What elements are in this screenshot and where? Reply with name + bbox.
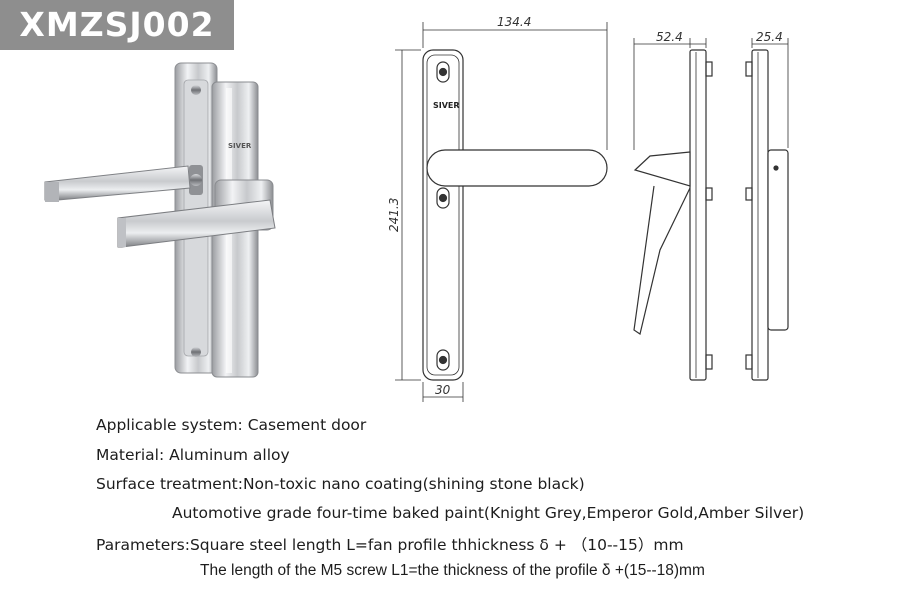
spec-applicable-system: Applicable system: Casement door [96,416,367,434]
side-view-drawing [633,38,713,381]
spec-screw-length: The length of the M5 screw L1=the thickn… [200,562,705,579]
spec-surface-treatment-paint: Automotive grade four-time baked paint(K… [172,504,805,522]
edge-view-drawing [745,38,789,381]
spec-material: Material: Aluminum alloy [96,446,290,464]
dim-width-bottom: 30 [435,383,451,397]
model-badge: XMZSJ002 [0,0,234,50]
photo-brand-mark: SIVER [228,142,252,150]
spec-surface-treatment: Surface treatment:Non-toxic nano coating… [96,475,585,493]
dim-side-depth: 52.4 [656,30,683,44]
dim-height-left: 241.3 [387,198,401,232]
drawing-brand-mark: SIVER [433,101,460,110]
handle-photo: SIVER [44,62,276,378]
dim-side-thickness: 25.4 [756,30,783,44]
spec-parameters: Parameters:Square steel length L=fan pro… [96,536,684,554]
dim-width-top: 134.4 [497,15,531,29]
front-view-drawing [395,22,608,402]
product-artwork: SIVER SIVER 134.4 241.3 30 [44,15,789,402]
